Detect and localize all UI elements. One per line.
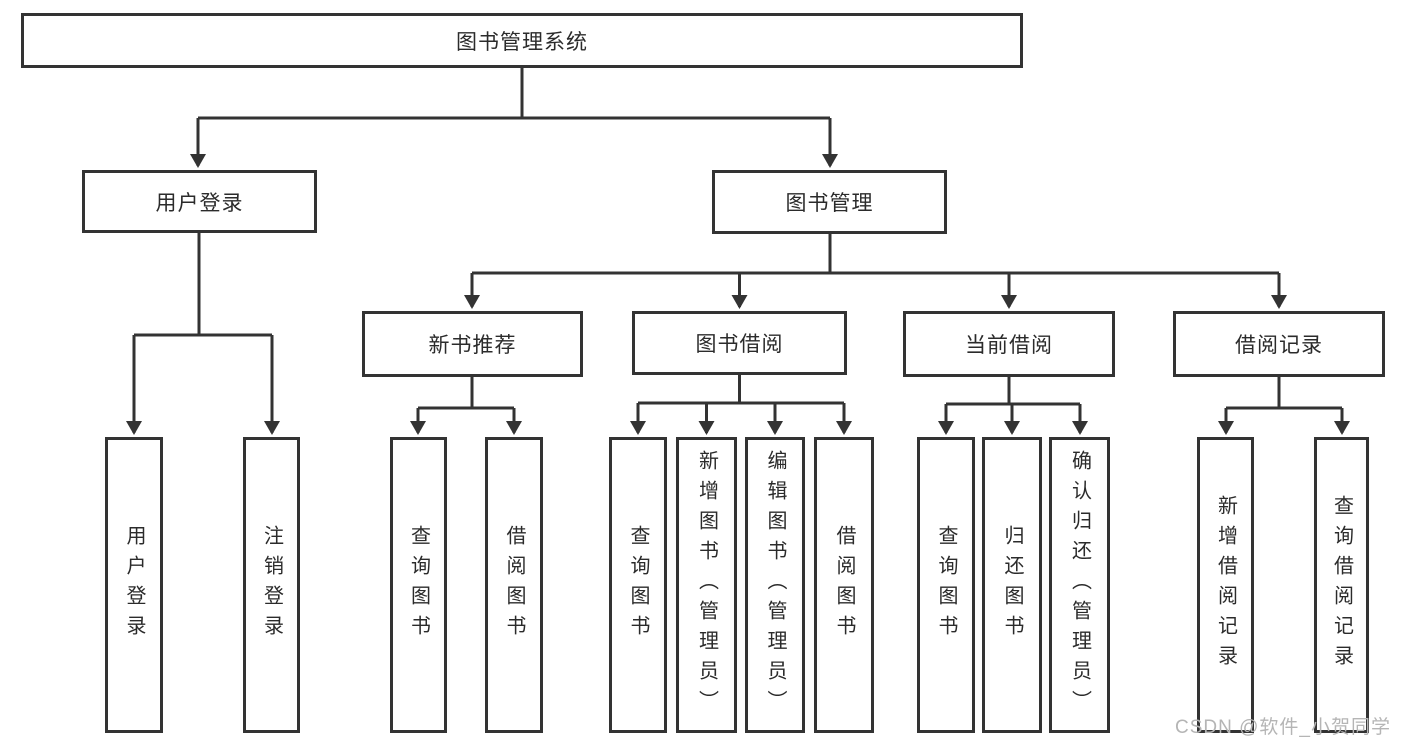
leaf-logout: 注销登录 — [243, 437, 300, 733]
node-root: 图书管理系统 — [21, 13, 1023, 68]
node-current-borrow: 当前借阅 — [903, 311, 1115, 377]
leaf-bb-add-books-admin: 新增图书（管理员） — [676, 437, 737, 733]
leaf-cb-return-books: 归还图书 — [982, 437, 1042, 733]
node-borrow-records: 借阅记录 — [1173, 311, 1385, 377]
leaf-nb-borrow-books: 借阅图书 — [485, 437, 543, 733]
leaf-user-login: 用户登录 — [105, 437, 163, 733]
leaf-bb-borrow-books: 借阅图书 — [814, 437, 874, 733]
leaf-br-query-record: 查询借阅记录 — [1314, 437, 1369, 733]
leaf-br-add-record: 新增借阅记录 — [1197, 437, 1254, 733]
csdn-watermark: CSDN @软件_小贺同学 — [1175, 717, 1391, 738]
leaf-cb-query-books: 查询图书 — [917, 437, 975, 733]
node-book-borrow: 图书借阅 — [632, 311, 847, 375]
leaf-nb-query-books: 查询图书 — [390, 437, 447, 733]
node-book-management: 图书管理 — [712, 170, 947, 234]
leaf-cb-confirm-return-admin: 确认归还（管理员） — [1049, 437, 1110, 733]
leaf-bb-query-books: 查询图书 — [609, 437, 667, 733]
node-user-login: 用户登录 — [82, 170, 317, 233]
leaf-bb-edit-books-admin: 编辑图书（管理员） — [745, 437, 805, 733]
node-new-book-recommend: 新书推荐 — [362, 311, 583, 377]
branch-rails — [134, 68, 1342, 410]
